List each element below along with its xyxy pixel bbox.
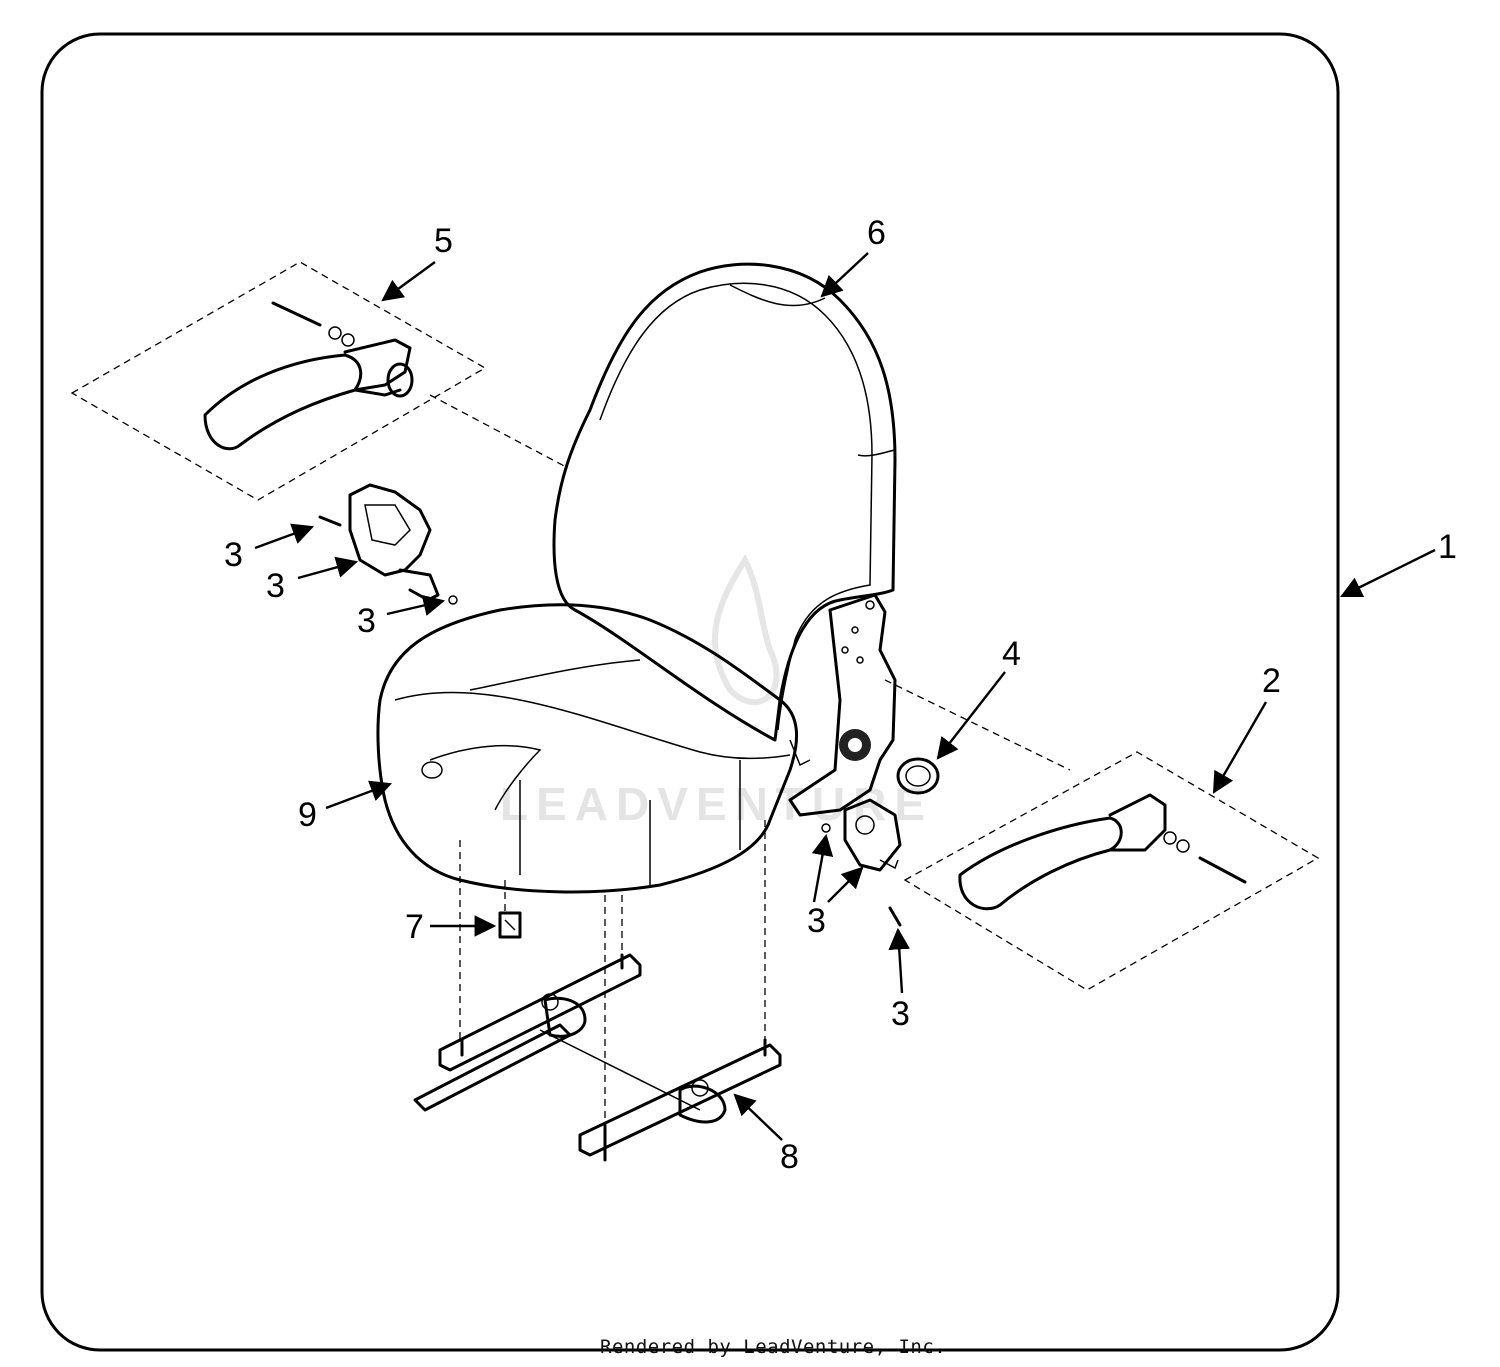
callout-6: 6	[867, 214, 886, 252]
callout-3: 3	[891, 995, 910, 1033]
diagram-frame	[40, 32, 1340, 1352]
watermark-text: LEADVENTURE	[500, 778, 933, 830]
callout-3: 3	[357, 602, 376, 640]
watermark: LEADVENTURE	[500, 553, 933, 830]
seat-belt-right	[821, 798, 902, 927]
callout-2: 2	[1262, 662, 1281, 700]
callout-3: 3	[266, 567, 285, 605]
callout-3: 3	[224, 536, 243, 574]
armrest-right-assembly	[903, 751, 1320, 991]
rendered-by-footer: Rendered by LeadVenture, Inc.	[600, 1336, 946, 1358]
assembly-guide-lines	[429, 394, 1071, 1125]
callout-7: 7	[405, 908, 424, 946]
callout-arrows	[254, 252, 1436, 1141]
seat-cushion	[376, 603, 799, 894]
callout-4: 4	[1002, 635, 1021, 673]
armrest-left-assembly	[70, 261, 487, 501]
seat-belt-left	[318, 483, 458, 605]
seat-back	[552, 262, 897, 742]
adjust-knob	[896, 757, 940, 795]
seat-slide-rails	[413, 953, 782, 1162]
callout-5: 5	[434, 222, 453, 260]
callout-9: 9	[298, 796, 317, 834]
callout-1: 1	[1438, 528, 1457, 566]
seat-switch	[498, 911, 522, 939]
callout-3: 3	[807, 902, 826, 940]
seat-bracket	[788, 593, 897, 817]
callout-8: 8	[780, 1138, 799, 1176]
